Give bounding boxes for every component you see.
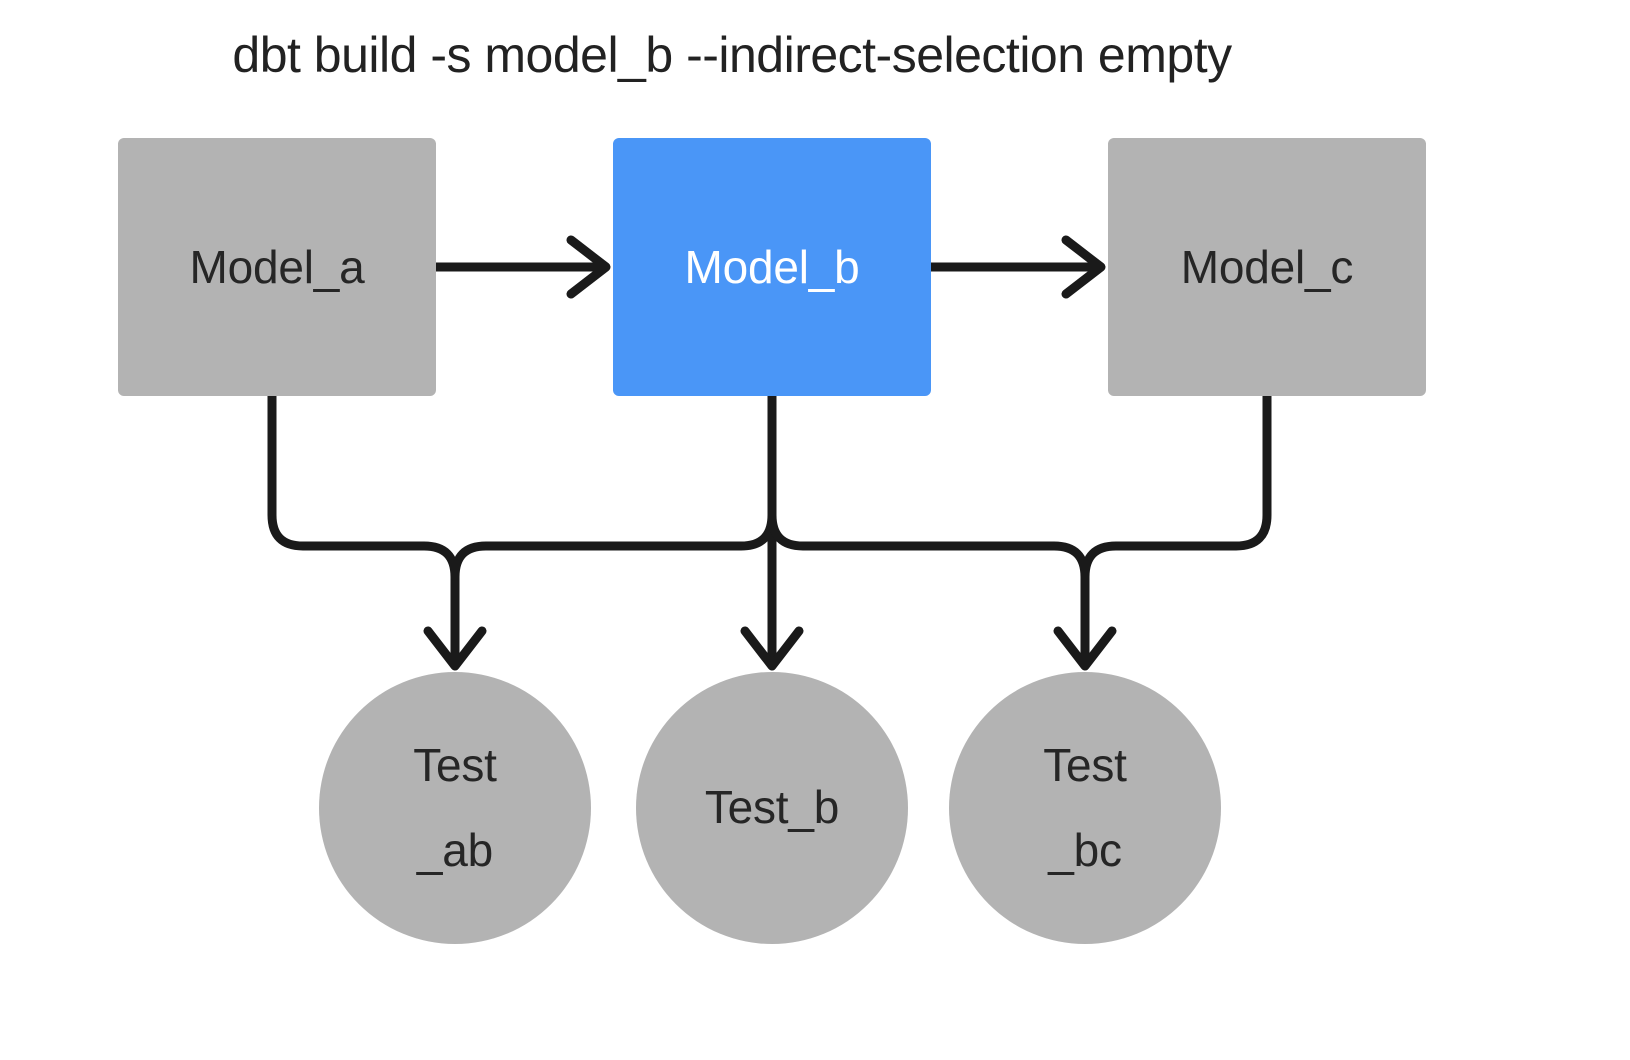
node-test-bc[interactable]: Test _bc — [949, 672, 1221, 944]
chevron-arrowhead-icon — [423, 626, 487, 671]
node-test-b-label: Test_b — [704, 781, 840, 834]
edge-model-a-to-model-b — [431, 235, 611, 299]
chevron-arrowhead-icon — [566, 235, 611, 299]
diagram-title: dbt build -s model_b --indirect-selectio… — [0, 26, 1630, 84]
node-test-ab[interactable]: Test _ab — [319, 672, 591, 944]
node-test-ab-label: Test _ab — [413, 738, 497, 876]
chevron-arrowhead-icon — [1053, 626, 1117, 671]
chevron-arrowhead-icon — [740, 626, 804, 671]
node-model-b[interactable]: Model_b — [613, 138, 931, 396]
node-model-c[interactable]: Model_c — [1108, 138, 1426, 396]
edge-model-b-to-test-b — [740, 391, 804, 671]
node-test-bc-label: Test _bc — [1043, 738, 1127, 876]
edge-model-a-to-test-ab — [267, 391, 487, 671]
diagram-title-text: dbt build -s model_b --indirect-selectio… — [232, 27, 1232, 83]
node-test-b[interactable]: Test_b — [636, 672, 908, 944]
edge-model-c-to-test-bc — [1053, 391, 1272, 671]
chevron-arrowhead-icon — [1061, 235, 1106, 299]
edge-model-b-to-test-bc — [767, 391, 1090, 582]
edge-model-b-to-model-c — [926, 235, 1106, 299]
node-model-c-label: Model_c — [1180, 240, 1354, 293]
edge-model-b-to-test-ab — [450, 391, 777, 582]
node-model-a-label: Model_a — [189, 240, 365, 293]
node-model-a[interactable]: Model_a — [118, 138, 436, 396]
node-model-b-label: Model_b — [684, 240, 860, 293]
